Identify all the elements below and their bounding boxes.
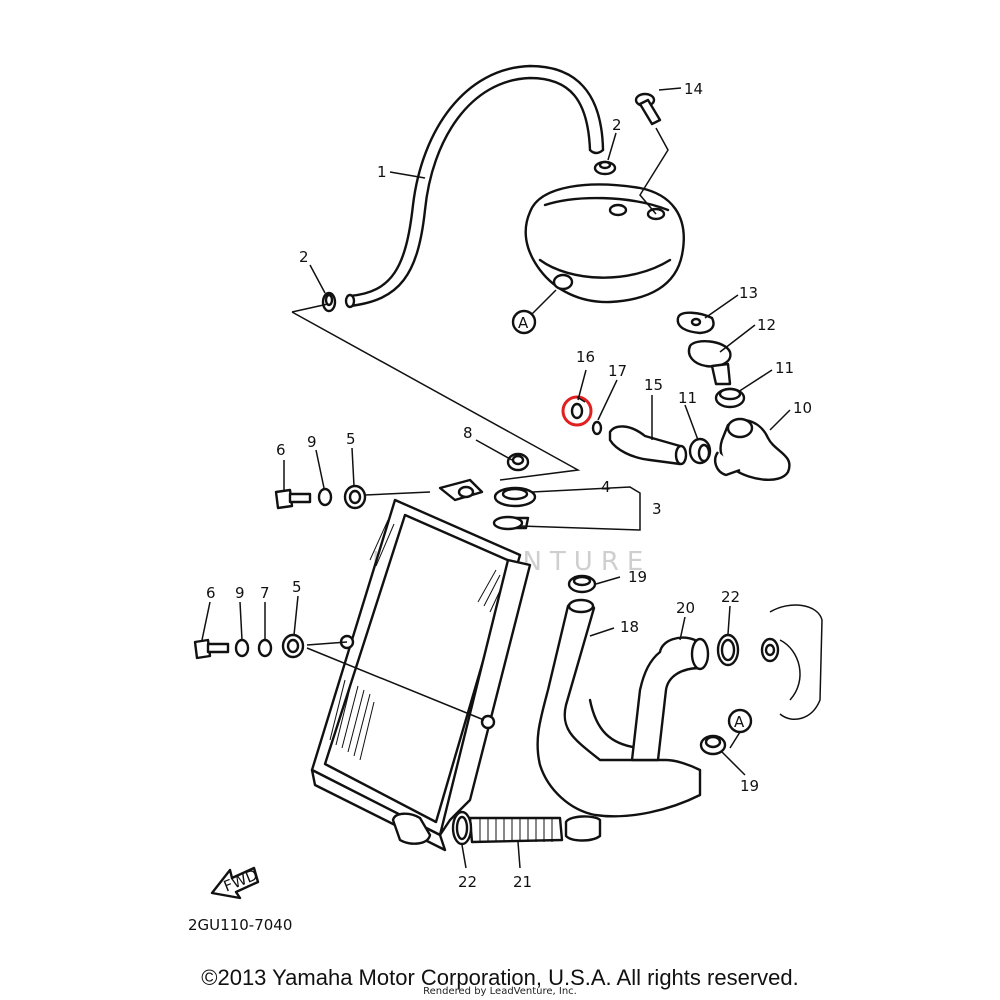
callout-21: 21 xyxy=(513,873,532,891)
diagram-code: 2GU110-7040 xyxy=(188,916,292,934)
callout-2-upper: 2 xyxy=(612,116,622,134)
joint-12 xyxy=(687,340,732,386)
bolt-6-lower xyxy=(193,638,230,660)
callout-5-upper: 5 xyxy=(346,430,356,448)
callout-6-upper: 6 xyxy=(276,441,286,459)
svg-text:A: A xyxy=(518,314,529,332)
callout-3: 3 xyxy=(652,500,662,518)
hose-10 xyxy=(714,417,791,481)
callout-20: 20 xyxy=(676,599,695,617)
hose-21 xyxy=(468,815,602,844)
callout-9-upper: 9 xyxy=(307,433,317,451)
gasket-13 xyxy=(676,311,715,335)
callout-19-lower: 19 xyxy=(740,777,759,795)
callout-22-lower: 22 xyxy=(458,873,477,891)
callout-19-upper: 19 xyxy=(628,568,647,586)
callout-22-upper: 22 xyxy=(721,588,740,606)
callout-labels: 14 2 1 2 13 12 16 17 15 11 11 10 8 6 9 5… xyxy=(206,80,812,891)
callout-1: 1 xyxy=(377,163,387,181)
callout-6-lower: 6 xyxy=(206,584,216,602)
grommet-5-upper xyxy=(343,484,367,510)
hose-20 xyxy=(630,636,710,762)
callout-4: 4 xyxy=(601,478,611,496)
callout-15: 15 xyxy=(644,376,663,394)
collar-8 xyxy=(506,452,530,472)
callout-14: 14 xyxy=(684,80,703,98)
reference-a-top: A xyxy=(511,309,537,335)
overflow-hose xyxy=(344,64,605,309)
washer-9-lower xyxy=(234,638,250,658)
callout-13: 13 xyxy=(739,284,758,302)
callout-11-upper: 11 xyxy=(775,359,794,377)
callout-9-lower: 9 xyxy=(235,584,245,602)
radiator xyxy=(310,478,532,852)
hose-clip-upper xyxy=(593,160,617,176)
callout-leaders xyxy=(201,87,791,869)
hose-15 xyxy=(608,425,688,466)
radiator-cap xyxy=(492,486,537,531)
hose-clamp-19-upper xyxy=(567,574,597,594)
bolt-6-upper xyxy=(274,488,312,510)
o-ring-17 xyxy=(591,420,603,436)
washer-9-upper xyxy=(317,487,333,507)
collar-7 xyxy=(257,638,273,658)
copyright-text: ©2013 Yamaha Motor Corporation, U.S.A. A… xyxy=(201,965,799,990)
hose-clamp-22-upper xyxy=(716,633,740,667)
callout-10: 10 xyxy=(793,399,812,417)
svg-text:A: A xyxy=(734,713,745,731)
callout-12: 12 xyxy=(757,316,776,334)
callout-16: 16 xyxy=(576,348,595,366)
callout-17: 17 xyxy=(608,362,627,380)
callout-5-lower: 5 xyxy=(292,578,302,596)
engine-fitting xyxy=(760,604,823,720)
reservoir-tank xyxy=(524,183,685,304)
hose-clamp-22-lower xyxy=(451,810,473,846)
hose-18 xyxy=(536,598,702,818)
hose-clip-left xyxy=(321,291,337,313)
callout-18: 18 xyxy=(620,618,639,636)
callout-7: 7 xyxy=(260,584,270,602)
callout-11-lower: 11 xyxy=(678,389,697,407)
hose-clamp-11-lower xyxy=(688,437,712,465)
hose-clamp-11-upper xyxy=(714,387,746,409)
reference-a-bottom: A xyxy=(727,708,753,734)
part-16 xyxy=(570,402,584,420)
bolt-14 xyxy=(634,92,669,215)
hose-clamp-19-lower xyxy=(699,734,727,756)
rendered-by-text: Rendered by LeadVenture, Inc. xyxy=(423,986,577,997)
fwd-arrow-icon: FWD xyxy=(210,866,260,900)
grommet-5-lower xyxy=(281,633,305,659)
callout-2-left: 2 xyxy=(299,248,309,266)
callout-8: 8 xyxy=(463,424,473,442)
